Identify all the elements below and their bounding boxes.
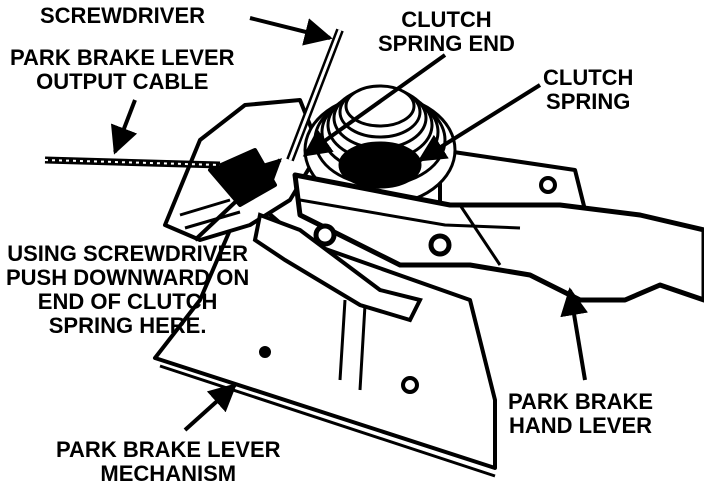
cable-anchor [163, 98, 322, 242]
label-instruction-line-2: PUSH DOWNWARD ON [6, 265, 250, 290]
label-instruction-line-3: END OF CLUTCH [37, 289, 218, 314]
output-cable [44, 156, 221, 169]
label-clutch-spring-end-line-1: CLUTCH [401, 7, 492, 32]
label-clutch-spring-line-2: SPRING [546, 89, 631, 114]
label-clutch-spring-end: CLUTCH SPRING END [378, 8, 515, 56]
label-mechanism-line-1: PARK BRAKE LEVER [56, 437, 281, 462]
arrow-clutch-spring [417, 83, 542, 162]
hand-lever [292, 172, 704, 303]
label-mechanism: PARK BRAKE LEVER MECHANISM [56, 438, 281, 486]
arrow-hand-lever [560, 287, 588, 381]
label-mechanism-line-2: MECHANISM [100, 461, 237, 486]
label-instruction-line-1: USING SCREWDRIVER [7, 241, 248, 266]
label-clutch-spring-line-1: CLUTCH [543, 65, 634, 90]
label-output-cable-line-1: PARK BRAKE LEVER [10, 45, 235, 70]
label-output-cable-line-2: OUTPUT CABLE [36, 69, 209, 94]
label-output-cable: PARK BRAKE LEVER OUTPUT CABLE [10, 46, 235, 94]
label-instruction: USING SCREWDRIVER PUSH DOWNWARD ON END O… [6, 242, 249, 338]
label-hand-lever: PARK BRAKE HAND LEVER [508, 390, 653, 438]
label-clutch-spring: CLUTCH SPRING [543, 66, 633, 114]
arrow-instruction [193, 158, 283, 242]
lower-link [252, 212, 423, 394]
label-clutch-spring-end-line-2: SPRING END [378, 31, 515, 56]
label-screwdriver: SCREWDRIVER [40, 4, 205, 28]
arrow-output-cable [110, 99, 138, 155]
screwdriver [286, 28, 344, 162]
arrow-screwdriver [249, 16, 333, 46]
label-hand-lever-line-2: HAND LEVER [509, 413, 653, 438]
label-hand-lever-line-1: PARK BRAKE [508, 389, 654, 414]
label-screwdriver-line: SCREWDRIVER [40, 3, 206, 28]
label-instruction-line-4: SPRING HERE. [48, 313, 207, 338]
arrow-mechanism [183, 383, 238, 432]
arrow-clutch-spring-end [302, 53, 447, 157]
clutch-spring-coil [303, 84, 457, 207]
leader-arrows [110, 16, 588, 432]
